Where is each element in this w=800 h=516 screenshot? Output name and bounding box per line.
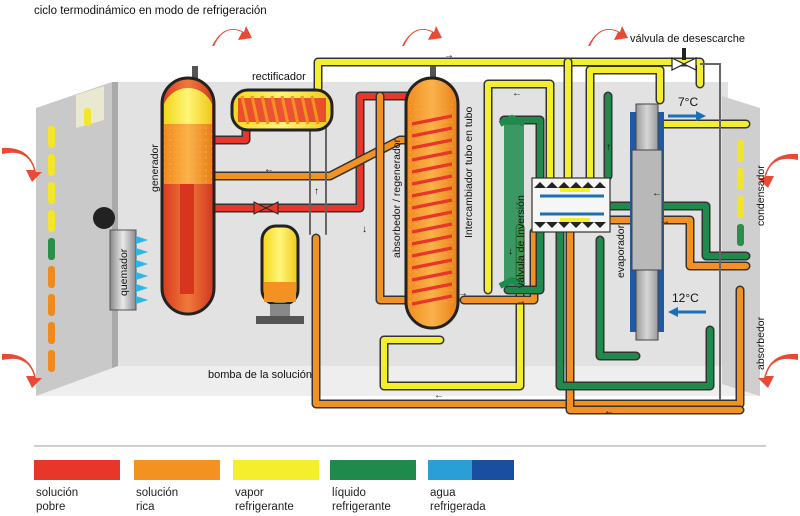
arrow-right-icon: →	[660, 216, 670, 227]
flow-arrows: → ← ↑ ↓ → → ← ↓ ← → ← ← ↑	[264, 50, 670, 417]
absorber-label: absorbedor	[755, 316, 767, 370]
rectifier: rectificador	[230, 71, 334, 132]
heat-arrow-icon	[212, 26, 252, 46]
arrow-left-icon: ←	[604, 406, 614, 417]
arrow-right-icon: →	[458, 288, 468, 299]
rectifier-label: rectificador	[252, 71, 306, 83]
absorber-regenerator-label: absorbedor / regenerador	[391, 138, 403, 258]
burner-label: quemador	[118, 248, 130, 296]
temp-out-label: 7°C	[678, 95, 698, 109]
arrow-up-icon: ↑	[606, 142, 611, 153]
legend-label-vapor: vapor refrigerante	[235, 487, 294, 513]
arrow-down-icon: ↓	[362, 224, 367, 235]
reversing-valve-label: válvula de Inversión	[515, 195, 527, 288]
legend-label-solucion-pobre: solución pobre	[36, 487, 79, 513]
reversing-valve: válvula de Inversión	[515, 177, 611, 288]
legend-swatch-vapor	[233, 460, 319, 480]
exchanger-label: Intercambiador tubo en tubo	[463, 107, 475, 238]
absorber-regenerator: absorbedor / regenerador	[391, 66, 460, 330]
legend-swatch-agua	[428, 460, 514, 480]
left-coil-dashes	[48, 108, 91, 372]
heat-arrows	[2, 26, 798, 388]
legend-swatch-solucion-pobre	[34, 460, 120, 480]
heat-arrow-icon	[2, 147, 42, 182]
generator: generador	[149, 66, 216, 316]
heat-arrow-icon	[758, 153, 798, 188]
arrow-left-icon: ←	[264, 164, 274, 175]
arrow-down-icon: ↓	[508, 246, 513, 257]
legend-label-solucion-rica: solución rica	[136, 487, 179, 513]
legend-label-liquido: líquido refrigerante	[332, 487, 391, 513]
generator-label: generador	[149, 144, 161, 192]
heat-arrow-icon	[758, 353, 798, 388]
defrost-valve: válvula de desescarche	[630, 33, 745, 400]
evaporator-label: evaporador	[615, 224, 627, 278]
arrow-right-icon: →	[516, 296, 526, 307]
solution-pump: bomba de la solución	[208, 224, 312, 381]
arrow-left-icon: ←	[512, 88, 522, 99]
condenser-label: condensador	[755, 165, 767, 226]
legend-label-agua: agua refrigerada	[430, 487, 486, 513]
tube-exchanger	[498, 114, 526, 289]
evaporator: evaporador	[615, 103, 664, 341]
legend-swatch-liquido	[330, 460, 416, 480]
arrow-right-icon	[696, 111, 706, 121]
valve-icon	[253, 201, 279, 215]
arrow-up-icon: ↑	[314, 186, 319, 197]
legend-swatch-solucion-rica	[134, 460, 220, 480]
heat-arrow-icon	[402, 26, 442, 46]
legend	[34, 460, 514, 480]
chilled-water: 7°C 12°C	[668, 95, 706, 317]
arrow-left-icon: ←	[652, 188, 662, 199]
temp-in-label: 12°C	[672, 291, 699, 305]
heat-arrow-icon	[588, 26, 628, 46]
heat-arrow-icon	[2, 353, 42, 388]
arrow-left-icon: ←	[434, 390, 444, 401]
defrost-valve-label: válvula de desescarche	[630, 33, 745, 45]
burner: quemador	[93, 207, 148, 311]
diagram-title: ciclo termodinámico en modo de refrigera…	[34, 5, 267, 17]
pump-label: bomba de la solución	[208, 369, 312, 381]
arrow-right-icon: →	[444, 50, 454, 61]
arrow-left-icon	[668, 307, 678, 317]
